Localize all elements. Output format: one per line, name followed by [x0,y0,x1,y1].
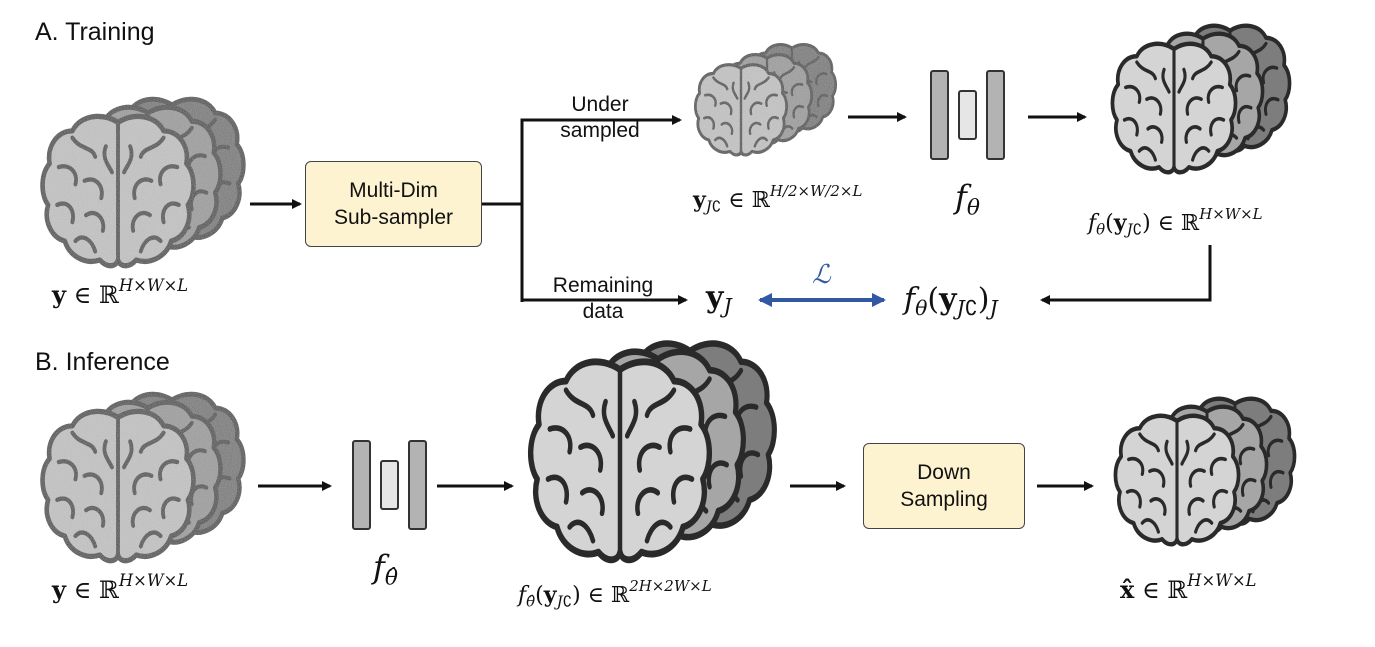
math-dims: H×W×L [118,275,189,295]
under-label-line-1: Under [571,93,629,116]
math-f: f [373,548,385,586]
inference-input-label: y ∈ ℝH×W×L [52,572,188,604]
network-decoder-bar [408,440,427,530]
math-theta-hat: θ̂ [384,565,398,591]
network-encoder-bar [352,440,371,530]
inference-network-icon [352,440,428,530]
math-y: y [52,575,66,604]
downsample-line-1: Down [917,461,971,484]
math-y: y [543,582,557,608]
math-dims: H×W×L [118,570,189,590]
undersampled-brain-stack [693,43,838,157]
remaining-label-line-1: Remaining [552,274,654,297]
downsample-line-2: Sampling [900,488,988,511]
network-label: fθ [955,178,980,219]
math-complement: ∁ [1132,220,1143,239]
math-x-hat: x̂ [1120,575,1135,604]
network-icon [930,70,1006,160]
math-y: y [939,282,957,317]
remaining-yj-label: yJ [706,280,732,319]
under-sampled-label: Under sampled [540,92,660,144]
math-theta: θ [1096,220,1106,239]
math-f: f [904,282,916,317]
math-dims: H×W×L [1199,204,1263,223]
subsampler-box: Multi-Dim Sub-sampler [305,161,482,247]
input-brain-noisy [43,116,194,265]
upsampled-output-label: fθ̂(yJ∁) ∈ ℝ2H×2W×L [518,576,712,611]
arrow-output-to-fyj [1040,245,1212,305]
final-brain-stack [1115,399,1294,545]
math-rel: ∈ ℝ [1134,576,1188,604]
math-J: J [956,296,965,321]
math-y: y [1113,210,1127,236]
math-rel: ) ∈ ℝ [572,583,630,608]
math-f: f [1088,211,1097,236]
final-output-label: x̂ ∈ ℝH×W×L [1120,572,1256,604]
math-f: f [955,178,967,216]
training-output-label: fθ(yJ∁) ∈ ℝH×W×L [1088,204,1263,239]
loss-symbol: ℒ [812,260,831,290]
math-dims: H×W×L [1187,570,1257,590]
inference-network-label: fθ̂ [373,548,398,589]
math-rel: ∈ ℝ [721,188,770,213]
network-encoder-bar [930,70,949,160]
math-theta: θ [966,195,980,221]
math-loss: ℒ [812,260,831,290]
math-J: J [723,294,732,319]
math-complement: ∁ [562,592,573,611]
network-bottleneck-bar [380,460,399,510]
math-J: J [705,197,712,216]
math-theta-hat: θ̂ [526,592,536,611]
training-input-label: y ∈ ℝH×W×L [52,277,188,309]
training-title: A. Training [35,18,155,46]
network-bottleneck-bar [958,90,977,140]
math-f: f [518,583,527,608]
math-rel: ∈ ℝ [65,576,119,604]
math-J: J [1126,220,1133,239]
math-y: y [52,280,66,309]
math-complement: ∁ [711,197,722,216]
math-theta: θ [915,296,928,321]
upsampled-brain-stack [531,344,775,560]
remaining-label-line-2: data [582,300,624,323]
math-y: y [706,280,724,315]
subsampler-line-1: Multi-Dim [349,179,438,202]
math-rel: ) ∈ ℝ [1142,211,1200,236]
remaining-data-label: Remaining data [533,273,673,325]
subsampler-line-2: Sub-sampler [333,206,454,229]
math-J: J [556,592,563,611]
math-y: y [693,187,706,213]
math-J: J [989,296,998,321]
math-complement: ∁ [964,296,978,321]
network-decoder-bar [986,70,1005,160]
branch-lower [520,204,688,305]
math-dims: H/2×W/2×L [769,181,863,200]
math-dims: 2H×2W×L [629,576,712,595]
math-rel: ∈ ℝ [65,281,119,309]
reconstructed-brain-stack [1112,26,1289,173]
inference-input-brain-noisy [43,394,244,561]
downsampling-box: Down Sampling [863,443,1025,529]
undersampled-label: yJ∁ ∈ ℝH/2×W/2×L [693,183,862,216]
predicted-remaining-label: fθ(yJ∁)J [904,282,998,321]
under-label-line-2: sampled [560,119,640,142]
inference-title: B. Inference [35,348,170,376]
